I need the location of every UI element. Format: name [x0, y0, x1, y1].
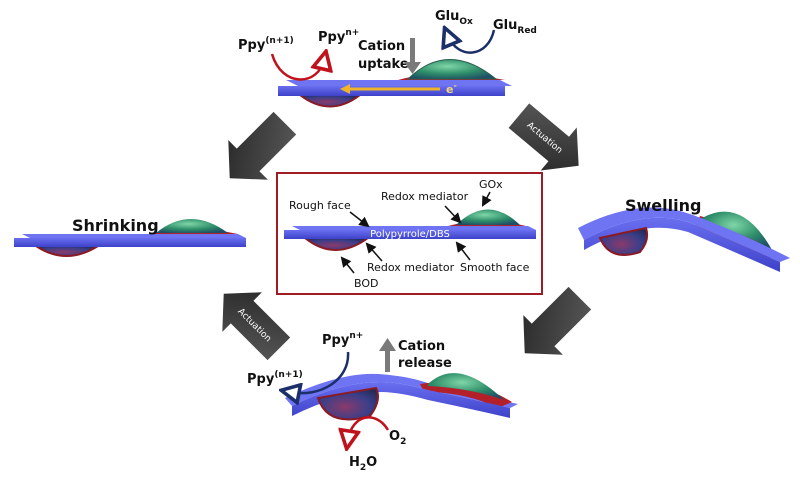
- cation-uptake-arrow-shaft: [410, 38, 415, 62]
- top-film-group: e-: [278, 59, 512, 108]
- swell-film-face: [584, 217, 780, 272]
- bottom-ppy-oxidized-label: Ppyn+: [322, 331, 363, 348]
- top-film-face: [278, 86, 505, 96]
- top-reactions: Ppy(n+1) Ppyn+ GluOx GluRed Cation uptak…: [238, 9, 537, 81]
- rough-face-pointer: [349, 211, 370, 228]
- bod-label: BOD: [354, 277, 378, 290]
- bod-pointer: [340, 256, 355, 274]
- ppy-reduction-arc-bottom: [290, 351, 350, 393]
- center-legend-panel: Polypyrrole/DBS Rough face Redox mediato…: [276, 172, 543, 295]
- top-bod-dome: [297, 94, 363, 108]
- cycle-arrow-top-left: [228, 111, 297, 180]
- smooth-face-pointer: [455, 241, 471, 261]
- center-film: [284, 230, 536, 239]
- swell-bod-dome: [598, 226, 649, 256]
- electron-label: e-: [446, 81, 457, 96]
- redox-mediator-top-label: Redox mediator: [381, 190, 469, 203]
- redox-mediator-bottom-pointer: [365, 242, 383, 262]
- bottom-mediator: [420, 382, 512, 408]
- swell-enzyme-dome: [702, 211, 772, 250]
- redox-mediator-bottom-label: Redox mediator: [367, 261, 455, 274]
- rough-face-label: Rough face: [289, 199, 351, 212]
- bottom-bod-dome: [316, 386, 379, 421]
- shrink-film: [14, 238, 246, 247]
- center-enzyme-dome: [456, 209, 520, 225]
- swelling-label: Swelling: [625, 196, 701, 215]
- bottom-film-face: [292, 382, 510, 418]
- bottom-ppy-reduced-label: Ppy(n+1): [247, 370, 303, 387]
- cation-release-label-1: Cation: [398, 339, 445, 354]
- top-ppy-oxidized-label: Ppyn+: [318, 28, 359, 45]
- top-enzyme-dome: [406, 59, 498, 80]
- bottom-enzyme-dome: [428, 373, 504, 400]
- cation-uptake-arrowhead: [404, 62, 421, 74]
- glu-ox-label: GluOx: [435, 9, 473, 27]
- gox-pointer: [482, 191, 492, 207]
- bottom-film-group: [285, 373, 518, 421]
- shrink-enzyme-dome: [156, 219, 228, 233]
- gox-label: GOx: [479, 178, 503, 191]
- cycle-arrow-bottom-right: [523, 286, 592, 355]
- glu-red-label: GluRed: [493, 18, 537, 36]
- glu-oxidation-arc: [448, 30, 496, 54]
- ppy-reduction-arc-top: [270, 54, 324, 81]
- cation-release-arrowhead: [379, 338, 396, 351]
- smooth-face-label: Smooth face: [460, 261, 530, 274]
- electron-arrowhead: [340, 84, 350, 94]
- swelling-film-group: Swelling: [578, 196, 790, 272]
- cation-uptake-label-1: Cation: [358, 39, 405, 54]
- cation-release-label-2: release: [398, 356, 452, 371]
- cation-release-arrow-shaft: [385, 350, 390, 372]
- shrinking-film-group: Shrinking: [14, 216, 246, 257]
- shrinking-label: Shrinking: [72, 216, 159, 235]
- o2-reduction-arc: [348, 416, 390, 440]
- top-ppy-reduced-label: Ppy(n+1): [238, 36, 294, 53]
- polypyrrole-dbs-label: Polypyrrole/DBS: [370, 229, 450, 240]
- bottom-film-top: [285, 373, 518, 408]
- cation-uptake-label-2: uptake: [358, 57, 409, 72]
- redox-mediator-top-pointer: [444, 205, 462, 224]
- h2o-label: H2O: [349, 455, 377, 473]
- bottom-reactions: Ppyn+ Ppy(n+1) O2 H2O Cation release: [247, 331, 452, 473]
- top-film: [286, 80, 512, 86]
- o2-label: O2: [389, 429, 406, 447]
- shrink-bod-dome: [32, 245, 102, 257]
